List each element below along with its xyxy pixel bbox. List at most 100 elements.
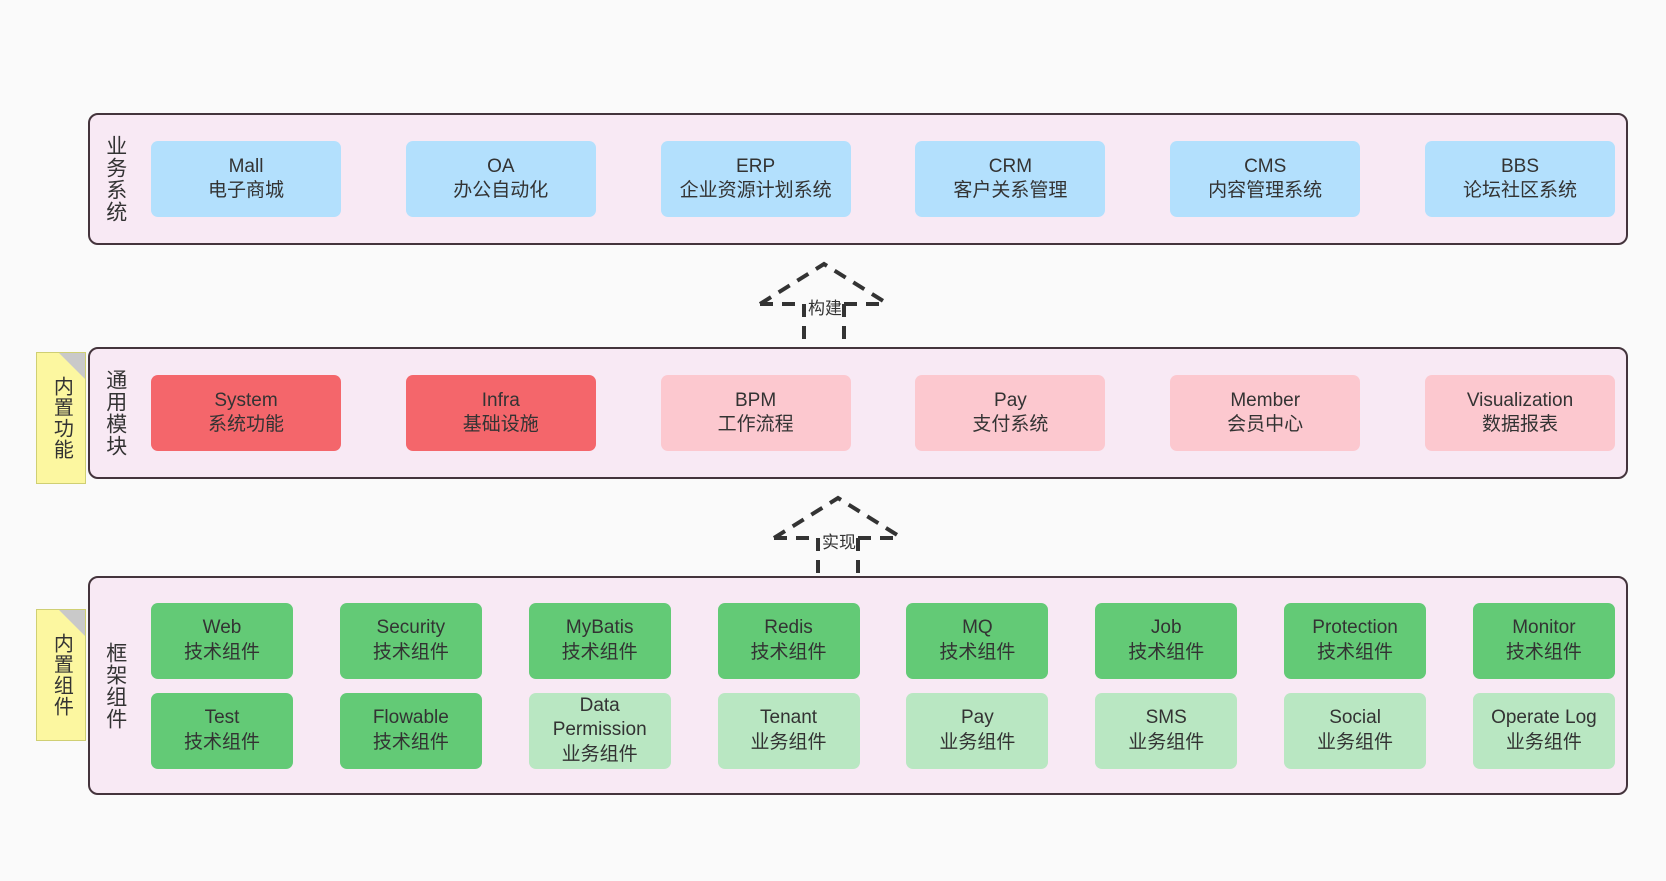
node-title: ERP (736, 155, 776, 177)
node-subtitle: 系统功能 (207, 414, 284, 435)
node-title: Web (202, 617, 242, 639)
node-subtitle: 业务组件 (750, 731, 827, 753)
node-title: SMS (1145, 707, 1187, 729)
node-title: Protection (1312, 617, 1398, 639)
node-subtitle: 业务组件 (939, 731, 1016, 753)
node-subtitle: 技术组件 (1505, 641, 1582, 663)
node-cms[interactable]: CMS 内容管理系统 (1170, 141, 1361, 217)
node-title: Infra (481, 389, 520, 411)
node-title: Security (376, 617, 446, 639)
node-member[interactable]: Member 会员中心 (1170, 375, 1361, 451)
sticky-note-builtin-features-label: 内置功能 (50, 376, 73, 460)
arrow-build: 构建 (756, 258, 901, 343)
node-title: Pay (961, 707, 994, 729)
node-title: Flowable (372, 707, 449, 729)
node-title: Tenant (760, 707, 818, 729)
sticky-note-builtin-features: 内置功能 (36, 352, 86, 484)
node-subtitle: 技术组件 (750, 641, 827, 663)
node-subtitle: 技术组件 (1128, 641, 1205, 663)
node-subtitle: 基础设施 (462, 414, 539, 435)
node-bpm[interactable]: BPM 工作流程 (660, 375, 851, 451)
layer-framework-component-title: 框架组件 (103, 641, 127, 730)
node-visualization[interactable]: Visualization 数据报表 (1424, 375, 1615, 451)
node-subtitle: 业务组件 (1317, 731, 1394, 753)
node-title: Social (1329, 707, 1381, 729)
node-erp[interactable]: ERP 企业资源计划系统 (660, 141, 851, 217)
node-subtitle: 技术组件 (183, 641, 260, 663)
node-subtitle: 技术组件 (939, 641, 1016, 663)
layer-common-module-title: 通用模块 (103, 369, 127, 457)
node-title: Operate Log (1491, 707, 1597, 729)
sticky-fold-icon (59, 610, 85, 636)
layer-business-system-title: 业务系统 (103, 135, 127, 223)
arrow-build-icon (758, 261, 890, 342)
node-title: Job (1150, 617, 1182, 639)
node-subtitle: 内容管理系统 (1208, 180, 1323, 201)
node-subtitle: 支付系统 (972, 414, 1049, 435)
arrow-implement-label: 实现 (822, 533, 856, 552)
node-title: CRM (988, 155, 1033, 177)
node-oa[interactable]: OA 办公自动化 (405, 141, 596, 217)
node-subtitle: 电子商城 (207, 180, 284, 201)
node-title: CMS (1244, 155, 1287, 177)
node-title: Member (1230, 389, 1301, 411)
node-title: MyBatis (565, 617, 634, 639)
node-title: Pay (994, 389, 1027, 411)
node-subtitle: 企业资源计划系统 (679, 180, 832, 201)
node-subtitle: 技术组件 (183, 731, 260, 753)
node-subtitle: 业务组件 (1505, 731, 1582, 753)
node-infra[interactable]: Infra 基础设施 (405, 375, 596, 451)
node-subtitle: 会员中心 (1227, 414, 1304, 435)
sticky-note-builtin-components: 内置组件 (36, 609, 86, 741)
node-title: BPM (735, 389, 777, 411)
node-title: MQ (962, 617, 993, 639)
node-subtitle: 办公自动化 (453, 180, 549, 201)
node-subtitle: 业务组件 (1128, 731, 1205, 753)
node-subtitle: 技术组件 (372, 641, 449, 663)
node-subtitle: 技术组件 (561, 641, 638, 663)
node-title: Monitor (1512, 617, 1576, 639)
node-title: OA (487, 155, 515, 177)
node-subtitle: 业务组件 (561, 743, 638, 765)
arrow-build-label: 构建 (808, 299, 842, 318)
arrow-implement-icon (772, 495, 904, 576)
node-subtitle: 技术组件 (372, 731, 449, 753)
node-subtitle: 工作流程 (717, 414, 794, 435)
sticky-fold-icon (59, 353, 85, 379)
node-title: Test (204, 707, 240, 729)
node-title: Redis (764, 617, 813, 639)
node-title: Visualization (1466, 389, 1574, 411)
node-subtitle: 数据报表 (1481, 414, 1558, 435)
node-pay[interactable]: Pay 支付系统 (915, 375, 1106, 451)
node-subtitle: 技术组件 (1317, 641, 1394, 663)
